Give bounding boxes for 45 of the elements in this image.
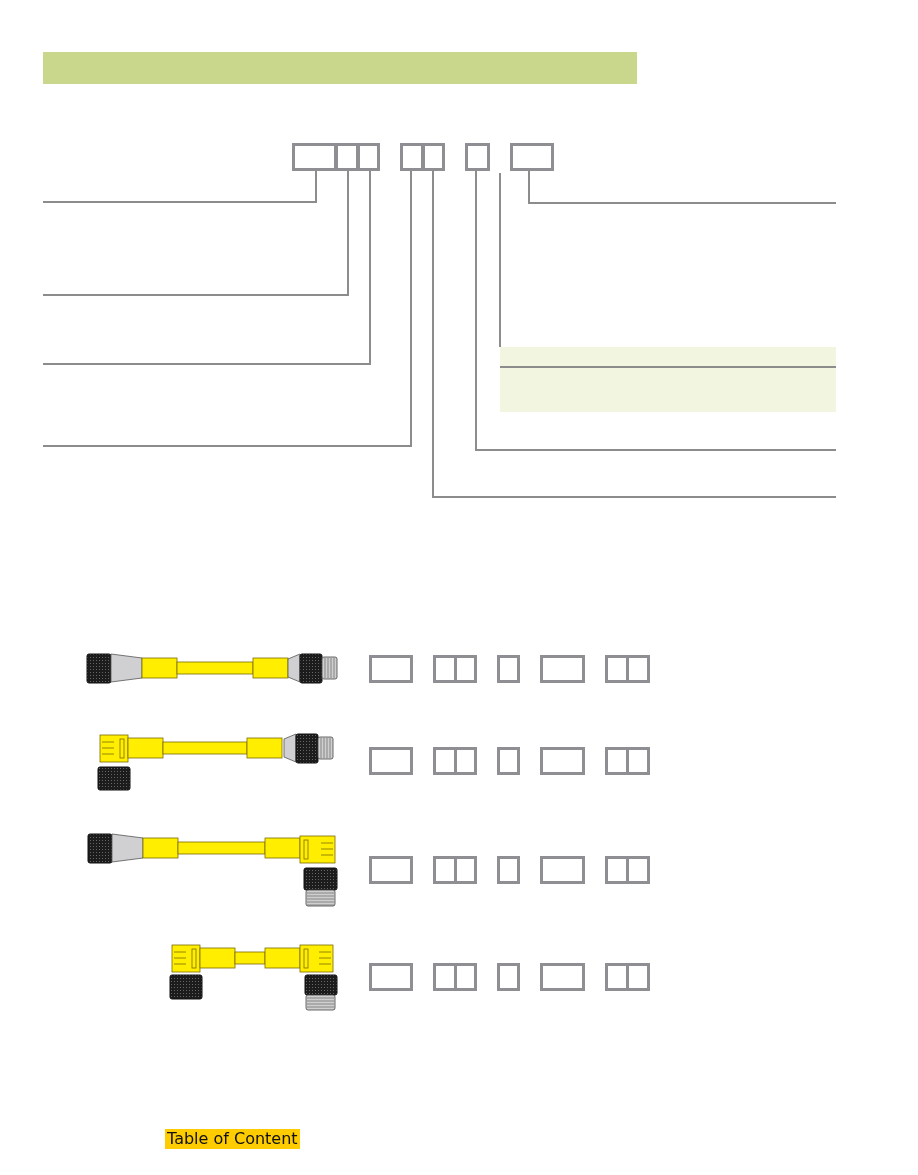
code-box [540, 655, 585, 683]
code-box [510, 143, 554, 171]
code-box [497, 963, 520, 991]
leader-line [42, 170, 317, 203]
code-box [292, 143, 337, 171]
leader-line [528, 170, 837, 204]
code-box [626, 655, 650, 683]
code-box [540, 963, 585, 991]
code-box [626, 856, 650, 884]
code-box [605, 655, 629, 683]
highlight-panel [500, 347, 836, 412]
code-box [626, 963, 650, 991]
code-box [454, 747, 477, 775]
code-box [433, 963, 457, 991]
code-box [357, 143, 380, 171]
code-box [369, 747, 413, 775]
code-box [540, 856, 585, 884]
leader-line [42, 170, 412, 447]
leader-line [42, 170, 349, 296]
code-box [369, 655, 413, 683]
leader-line [432, 170, 837, 498]
code-box [465, 143, 490, 171]
code-box [540, 747, 585, 775]
code-box [605, 747, 629, 775]
leader-line [499, 172, 501, 348]
code-box [605, 963, 629, 991]
code-box [433, 747, 457, 775]
code-box [626, 747, 650, 775]
code-box [433, 856, 457, 884]
code-box [369, 963, 413, 991]
code-box [497, 856, 520, 884]
code-box [422, 143, 445, 171]
code-box [369, 856, 413, 884]
code-box [433, 655, 457, 683]
leader-line [42, 170, 371, 365]
contents-link: Table of Content [165, 1129, 300, 1149]
code-box [454, 963, 477, 991]
code-box [400, 143, 424, 171]
code-box [605, 856, 629, 884]
code-box [335, 143, 359, 171]
code-box [454, 655, 477, 683]
code-box [454, 856, 477, 884]
code-box [497, 747, 520, 775]
code-box [497, 655, 520, 683]
leader-line [475, 170, 837, 451]
